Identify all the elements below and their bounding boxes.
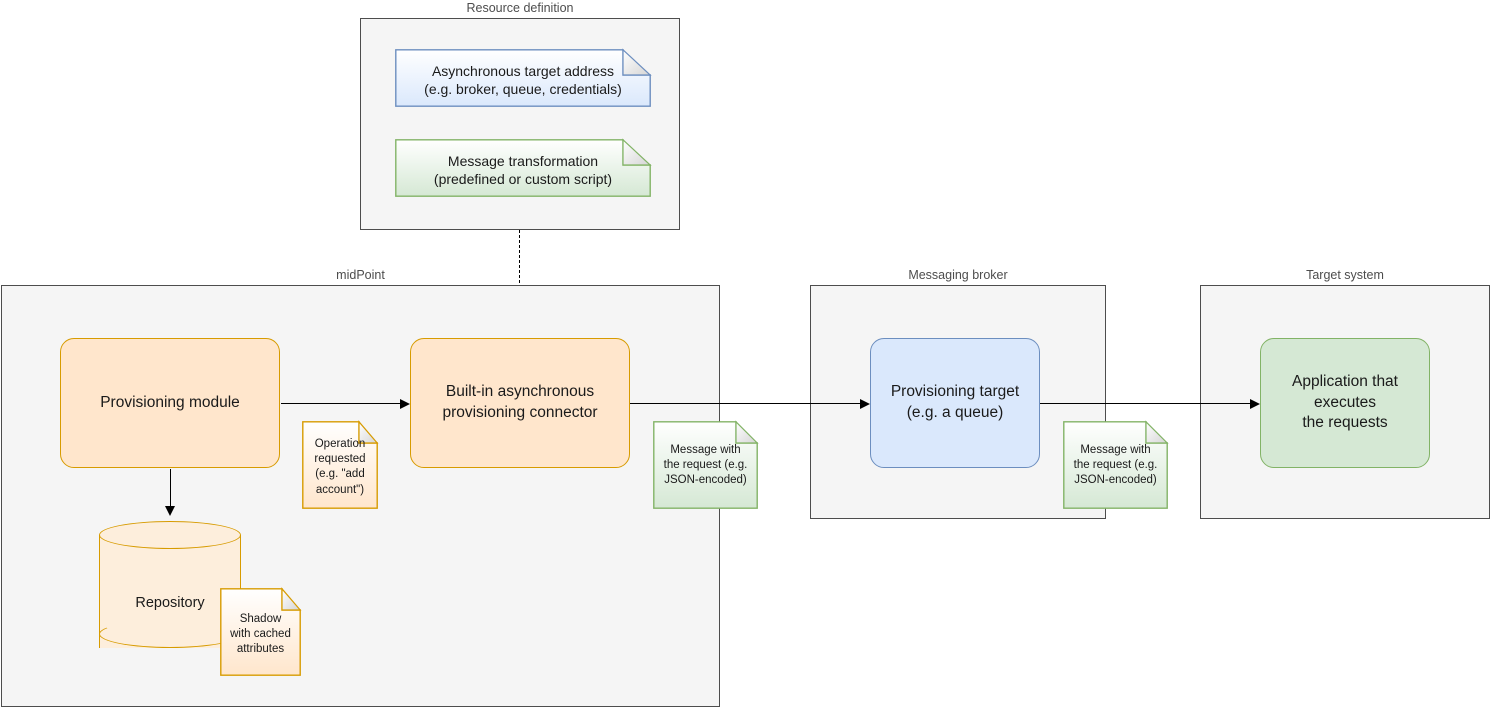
connector-target-to-application [1040,403,1250,405]
connector-connector-to-target [630,403,860,405]
repository-label: Repository [135,595,205,611]
connector-connector-to-target-arrowhead [860,398,870,409]
connector-module-to-repository [169,469,171,508]
connector-module-to-connector-arrowhead [400,398,410,409]
target-system-label: Target system [1306,268,1384,282]
note-message-from-connector: Message with the request (e.g. JSON-enco… [653,420,759,509]
note-message-from-broker: Message with the request (e.g. JSON-enco… [1063,420,1169,509]
note-message-from-broker-text: Message with the request (e.g. JSON-enco… [1073,444,1158,487]
connector-module-to-connector [281,403,400,405]
connector-module-to-repository-arrowhead [164,506,175,516]
midpoint-label: midPoint [336,268,385,282]
note-asynchronous-target-address-text: Asynchronous target address (e.g. broker… [424,63,622,98]
note-message-transformation: Message transformation (predefined or cu… [395,138,652,197]
note-operation-requested: Operation requested (e.g. "add account") [302,420,379,509]
repository-cylinder-bottom [99,620,241,648]
resource-definition-label: Resource definition [466,1,574,15]
note-message-from-connector-text: Message with the request (e.g. JSON-enco… [663,444,748,487]
node-async-provisioning-connector[interactable]: Built-in asynchronous provisioning conne… [410,338,630,468]
note-message-transformation-text: Message transformation (predefined or cu… [433,153,613,188]
node-target-application[interactable]: Application that executes the requests [1260,338,1430,468]
messaging-broker-label: Messaging broker [908,268,1008,282]
node-provisioning-target[interactable]: Provisioning target (e.g. a queue) [870,338,1040,468]
connector-resource-definition-to-connector [519,230,520,338]
note-shadow-cached-attributes: Shadow with cached attributes [220,587,302,676]
note-operation-requested-text: Operation requested (e.g. "add account") [314,438,366,496]
note-shadow-cached-attributes-text: Shadow with cached attributes [230,613,291,656]
node-repository[interactable]: Repository [99,521,241,662]
note-asynchronous-target-address: Asynchronous target address (e.g. broker… [395,48,652,107]
connector-target-to-application-arrowhead [1250,398,1260,409]
node-provisioning-module[interactable]: Provisioning module [60,338,280,468]
repository-cylinder-top [99,521,241,549]
